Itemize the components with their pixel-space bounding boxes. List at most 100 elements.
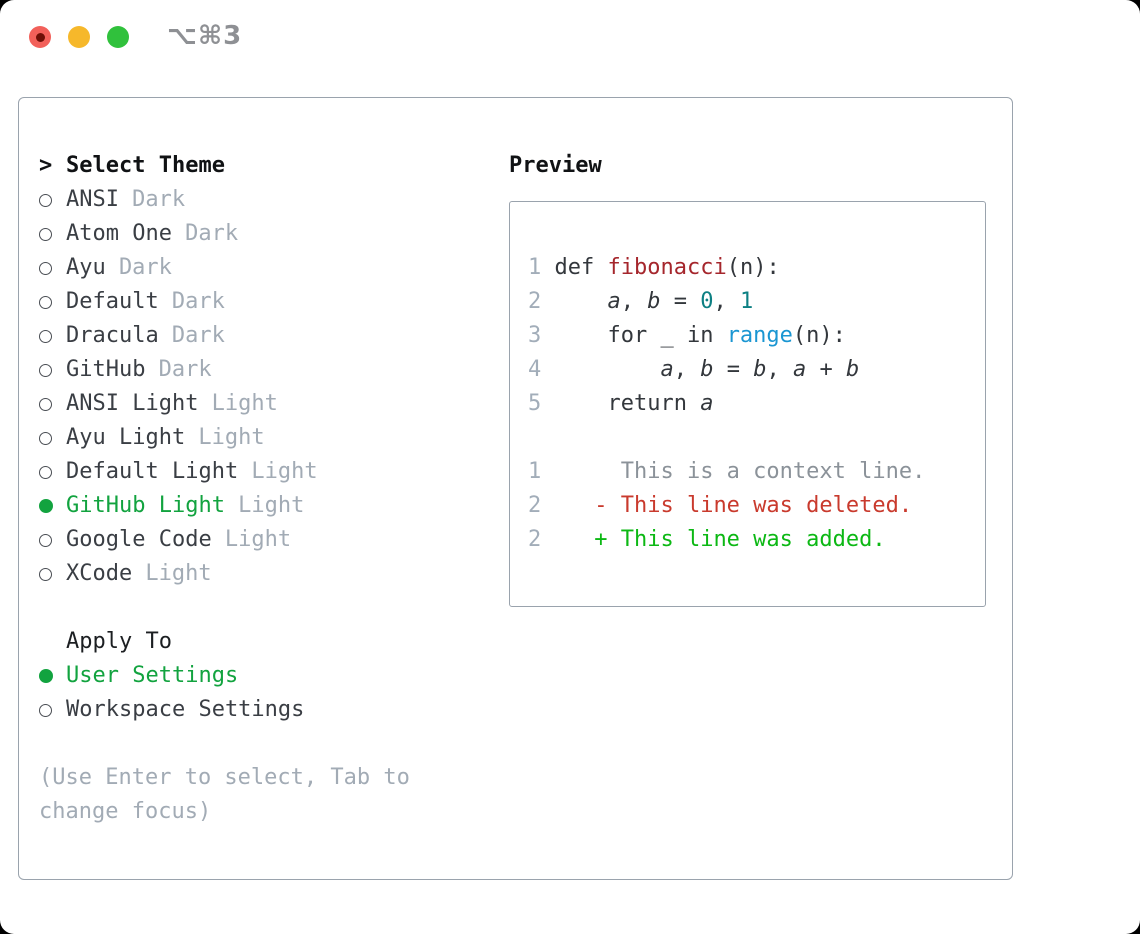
keyboard-shortcut-label: ⌥⌘3	[167, 21, 243, 51]
code-segment: a	[660, 357, 674, 382]
apply-to-title-row: Apply To	[39, 625, 410, 659]
code-segment: 1	[739, 289, 754, 314]
theme-variant: Light	[238, 493, 305, 518]
line-number: 2	[528, 493, 555, 518]
zoom-button[interactable]	[107, 26, 129, 48]
code-line: 2 a, b = 0, 1	[528, 285, 985, 319]
apply-option-label: Workspace Settings	[66, 697, 305, 722]
radio-icon	[39, 227, 52, 241]
code-line: 2 - This line was deleted.	[528, 489, 985, 523]
theme-variant: Dark	[185, 221, 239, 246]
minimize-button[interactable]	[68, 26, 90, 48]
prefix-cell	[39, 669, 66, 683]
prefix-cell	[39, 397, 66, 411]
line-number: 1	[528, 255, 555, 280]
radio-icon	[39, 363, 52, 377]
theme-name: Ayu Light	[66, 425, 186, 450]
help-text-line: (Use Enter to select, Tab to	[39, 765, 410, 790]
line-number	[528, 425, 555, 450]
theme-option-dracula[interactable]: Dracula Dark	[39, 319, 410, 353]
code-segment: b	[845, 357, 860, 382]
traffic-lights	[29, 26, 129, 48]
theme-option-ayu[interactable]: Ayu Dark	[39, 251, 410, 285]
code-segment: ,	[620, 289, 648, 314]
theme-option-ansi-light[interactable]: ANSI Light Light	[39, 387, 410, 421]
code-segment: return	[554, 391, 701, 416]
code-segment: a	[700, 391, 714, 416]
code-segment: b	[700, 357, 714, 382]
theme-name: GitHub	[66, 357, 146, 382]
code-line: 1 This is a context line.	[528, 455, 985, 489]
line-number: 4	[528, 357, 555, 382]
code-line: 5 return a	[528, 387, 985, 421]
radio-icon	[39, 261, 52, 275]
theme-name: ANSI Light	[66, 391, 199, 416]
prefix-cell	[39, 363, 66, 377]
prefix-cell	[39, 329, 66, 343]
code-segment	[555, 357, 661, 382]
help-text: (Use Enter to select, Tab to change focus…	[39, 761, 410, 829]
theme-name: Default Light	[66, 459, 239, 484]
radio-icon	[39, 397, 52, 411]
code-line: 4 a, b = b, a + b	[528, 353, 985, 387]
preview-section: Preview 1 def fibonacci(n):2 a, b = 0, 1…	[509, 149, 986, 607]
spacer	[39, 591, 410, 625]
code-segment	[555, 289, 608, 314]
prefix-cell	[39, 703, 66, 717]
theme-variant: Dark	[118, 255, 172, 280]
apply-option-workspace-settings[interactable]: Workspace Settings	[39, 693, 410, 727]
close-button[interactable]	[29, 26, 51, 48]
theme-variant: Light	[251, 459, 318, 484]
code-line: 2 + This line was added.	[528, 523, 985, 557]
radio-icon	[39, 193, 52, 207]
window-titlebar: ⌥⌘3	[0, 0, 1140, 70]
radio-icon	[39, 703, 52, 717]
prefix-cell	[39, 295, 66, 309]
radio-icon	[39, 431, 52, 445]
radio-icon	[39, 329, 52, 343]
select-theme-title-row: > Select Theme	[39, 149, 410, 183]
code-segment: ,	[673, 357, 701, 382]
code-segment: 0	[700, 289, 714, 314]
radio-icon	[39, 295, 52, 309]
select-theme-title: Select Theme	[66, 153, 225, 178]
spacer	[39, 727, 410, 761]
code-line: 3 for _ in range(n):	[528, 319, 985, 353]
prefix-cell	[39, 261, 66, 275]
apply-option-user-settings[interactable]: User Settings	[39, 659, 410, 693]
code-line	[528, 421, 985, 455]
prefix-cell: >	[39, 149, 66, 183]
code-segment: b	[753, 357, 767, 382]
code-segment: This is a context line.	[554, 459, 926, 484]
theme-name: Dracula	[66, 323, 159, 348]
code-segment: fibonacci	[607, 255, 727, 280]
radio-icon	[39, 567, 52, 581]
theme-option-default-light[interactable]: Default Light Light	[39, 455, 410, 489]
theme-variant: Light	[224, 527, 292, 552]
radio-icon	[39, 465, 52, 479]
code-segment: range	[726, 323, 793, 348]
theme-variant: Light	[211, 391, 278, 416]
code-segment: + This line was added.	[554, 527, 886, 552]
prefix-cell	[39, 499, 66, 513]
theme-variant: Dark	[132, 187, 186, 212]
prefix-cell	[39, 567, 66, 581]
theme-variant: Light	[145, 561, 212, 586]
line-number: 1	[528, 459, 555, 484]
help-text-line: change focus)	[39, 799, 212, 824]
radio-icon	[39, 533, 52, 547]
theme-name: Ayu	[66, 255, 106, 280]
prefix-cell	[39, 193, 66, 207]
theme-variant: Dark	[171, 323, 225, 348]
apply-option-label: User Settings	[66, 663, 239, 688]
